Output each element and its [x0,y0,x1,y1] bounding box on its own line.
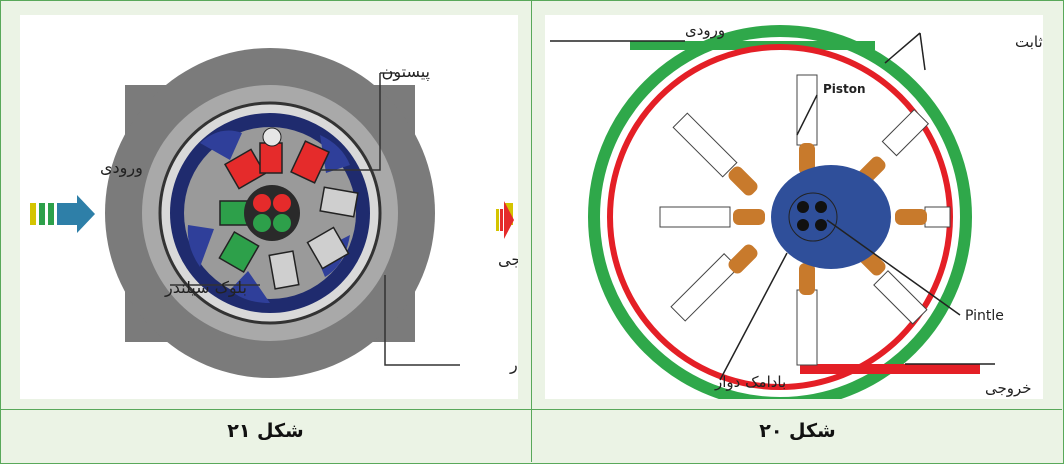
label-outlet-20: خروجی [985,379,1032,397]
label-piston: پیستون [382,62,430,82]
label-rotating-ring: حلقه دوار [509,355,518,375]
label-pintle: Pintle [965,308,1004,324]
label-inlet-20: ورودی [685,21,725,39]
left-outlet-arrow [496,201,514,241]
inlet-arrow [30,195,95,233]
panel-divider-vertical [531,0,532,462]
figure-21-image: پیستون ورودی خروجی بلوک سیلندر حلقه دوار [20,15,518,399]
outlet-pipe [800,364,980,374]
label-outlet: خروجی [498,250,518,270]
label-inlet: ورودی [100,158,143,178]
figure-20-image: ورودی پوسته ثابت Piston Pintle بادامک دو… [545,15,1043,399]
caption-figure-21: شکل ۲۱ [0,420,531,452]
label-piston-20: Piston [823,82,866,96]
caption-figure-20: شکل ۲۰ [532,420,1063,452]
label-fixed-shell: پوسته ثابت [1015,33,1043,52]
pintle [244,185,300,241]
caption-divider [0,409,1062,410]
label-rotating-cam: بادامک دوار [714,373,786,391]
label-cylinder-block: بلوک سیلندر [164,278,247,298]
